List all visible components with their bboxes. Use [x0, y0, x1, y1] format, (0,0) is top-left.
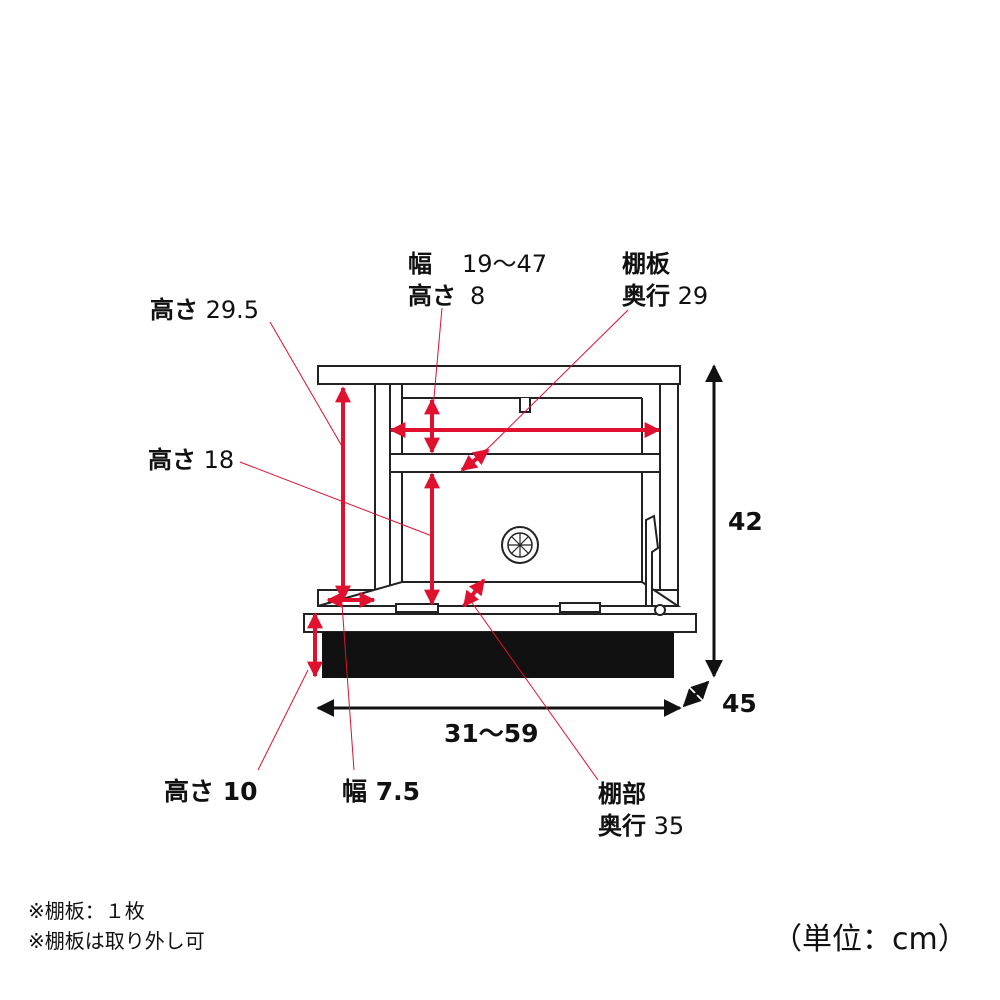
tv-stand-outline — [303, 365, 697, 633]
cable-hole-icon — [501, 526, 539, 564]
label-height-base: 高さ 10 — [164, 777, 258, 806]
label-shelf-board-depth-line1: 棚板 — [622, 250, 670, 278]
unit-label: （単位：cm） — [772, 922, 968, 957]
total-depth-arrow — [682, 680, 710, 708]
side-hinge — [645, 514, 660, 607]
overall-dimensions — [316, 364, 723, 717]
label-width-base: 幅 7.5 — [342, 777, 420, 806]
note-shelf-count: ※棚板：１枚 — [28, 899, 145, 923]
shelf-board-depth-arrow — [460, 448, 490, 472]
label-total-height: 42 — [728, 507, 763, 536]
base-plate — [303, 613, 697, 633]
hanger-clip — [519, 398, 531, 413]
leader-lines — [239, 307, 629, 781]
note-shelf-removable: ※棚板は取り外し可 — [28, 929, 205, 953]
slide-rail-right — [559, 602, 601, 613]
label-total-width: 31～59 — [444, 719, 539, 748]
label-height-left: 高さ 29.5 — [150, 296, 260, 324]
slide-rail-left — [395, 603, 439, 613]
label-shelf-board-depth-line2: 奥行 29 — [622, 282, 709, 310]
interior-dimensions — [307, 386, 661, 678]
label-shelf-section-depth-line2: 奥行 35 — [598, 812, 685, 840]
bottom-slant — [317, 581, 682, 607]
shelf-board — [389, 453, 661, 473]
label-total-depth: 45 — [722, 689, 757, 718]
label-shelf-section-depth-line1: 棚部 — [598, 780, 646, 808]
label-height-mid: 高さ 18 — [148, 446, 235, 474]
cabinet-left-panel — [389, 383, 403, 607]
cabinet-right-panel — [659, 383, 679, 607]
top-board — [317, 365, 681, 385]
left-column — [374, 383, 391, 607]
shelf-section-depth-arrow — [462, 578, 486, 608]
